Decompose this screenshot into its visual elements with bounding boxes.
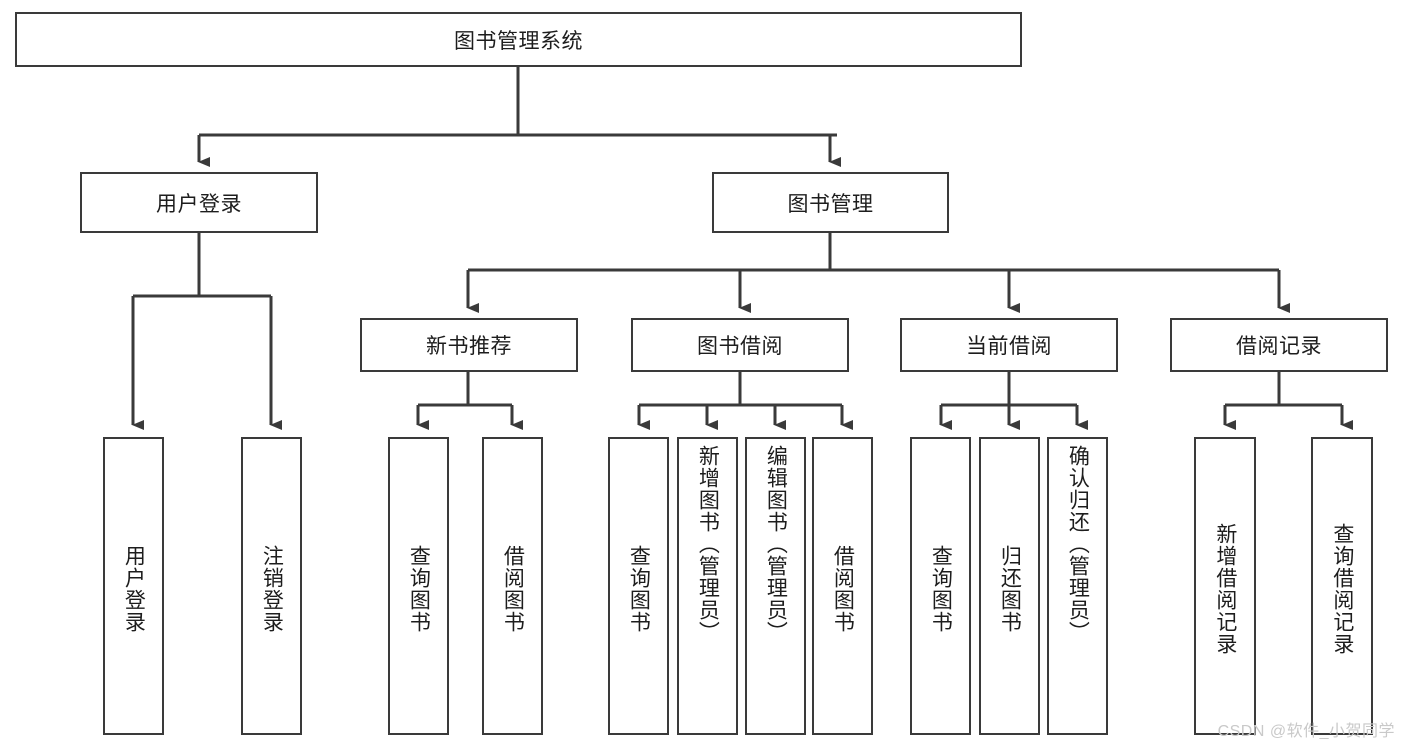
- node-book-borrow[interactable]: 图书借阅: [631, 318, 849, 372]
- node-label: 图书借阅: [697, 335, 783, 358]
- leaf-borrow-book-recommend[interactable]: 借阅图书: [482, 437, 543, 735]
- leaf-user-login[interactable]: 用户登录: [103, 437, 164, 735]
- node-label: 用户登录: [122, 545, 146, 633]
- node-label: 借阅记录: [1236, 335, 1322, 358]
- node-label: 新增借阅记录: [1213, 523, 1237, 655]
- node-label: 用户登录: [156, 192, 242, 216]
- node-user-login[interactable]: 用户登录: [80, 172, 318, 233]
- node-current-borrow[interactable]: 当前借阅: [900, 318, 1118, 372]
- leaf-edit-book[interactable]: 编辑图书（管理员）: [745, 437, 806, 735]
- node-label: 图书管理: [787, 192, 874, 216]
- node-label: 新增图书（管理员）: [696, 445, 720, 643]
- leaf-query-borrow-record[interactable]: 查询借阅记录: [1311, 437, 1373, 735]
- node-label: 查询图书: [929, 545, 953, 633]
- node-book-management-system[interactable]: 图书管理系统: [15, 12, 1022, 67]
- node-label: 查询图书: [627, 545, 651, 633]
- node-label: 新书推荐: [426, 335, 512, 358]
- node-label: 查询借阅记录: [1330, 523, 1354, 655]
- leaf-logout[interactable]: 注销登录: [241, 437, 302, 735]
- node-new-book-recommend[interactable]: 新书推荐: [360, 318, 578, 372]
- leaf-add-book[interactable]: 新增图书（管理员）: [677, 437, 738, 735]
- node-book-manage[interactable]: 图书管理: [712, 172, 949, 233]
- node-label: 归还图书: [998, 545, 1022, 633]
- node-label: 编辑图书（管理员）: [764, 445, 788, 643]
- node-label: 查询图书: [407, 545, 431, 633]
- node-label: 图书管理系统: [454, 29, 583, 53]
- leaf-query-book-borrow[interactable]: 查询图书: [608, 437, 669, 735]
- node-borrow-record[interactable]: 借阅记录: [1170, 318, 1388, 372]
- leaf-return-book[interactable]: 归还图书: [979, 437, 1040, 735]
- leaf-confirm-return[interactable]: 确认归还（管理员）: [1047, 437, 1108, 735]
- leaf-query-book-current[interactable]: 查询图书: [910, 437, 971, 735]
- leaf-add-borrow-record[interactable]: 新增借阅记录: [1194, 437, 1256, 735]
- node-label: 注销登录: [260, 545, 284, 633]
- leaf-query-book-recommend[interactable]: 查询图书: [388, 437, 449, 735]
- node-label: 借阅图书: [831, 545, 855, 633]
- leaf-borrow-book[interactable]: 借阅图书: [812, 437, 873, 735]
- watermark-csdn: CSDN @软件_小贺同学: [1217, 723, 1395, 740]
- node-label: 借阅图书: [501, 545, 525, 633]
- node-label: 确认归还（管理员）: [1066, 445, 1090, 643]
- node-label: 当前借阅: [966, 335, 1052, 358]
